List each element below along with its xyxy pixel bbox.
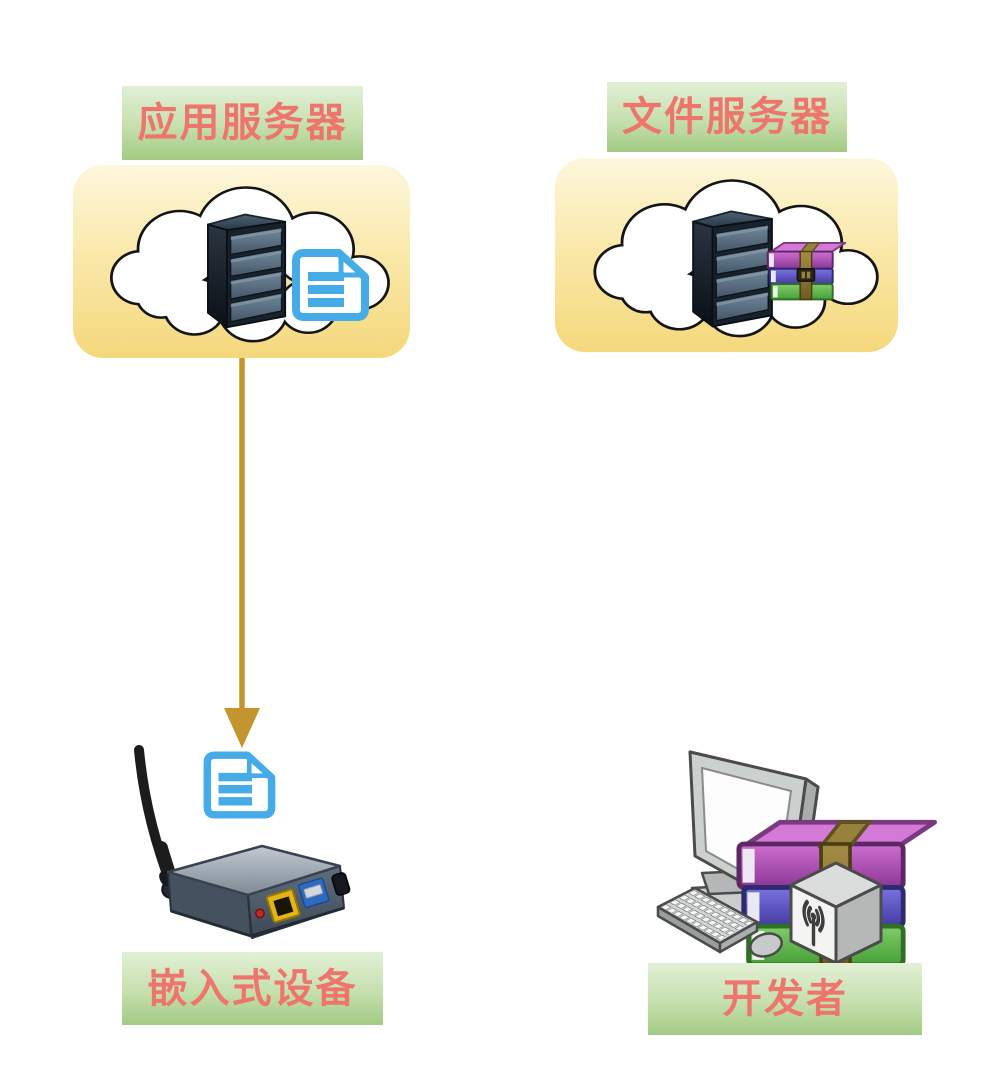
- embedded-device-label: 嵌入式设备: [122, 952, 383, 1025]
- mouse-icon: [749, 932, 783, 958]
- down-arrow: [224, 358, 260, 748]
- developer-label-text: 开发者: [722, 977, 848, 1021]
- document-icon: [286, 244, 374, 326]
- router-box-icon: [166, 844, 351, 939]
- app-server-label-text: 应用服务器: [137, 101, 348, 145]
- app-server-label: 应用服务器: [122, 86, 363, 160]
- embedded-device-label-text: 嵌入式设备: [147, 966, 358, 1011]
- power-port-icon: [331, 872, 351, 896]
- wireless-cube-icon: [789, 861, 883, 965]
- broadcast-antenna-icon: [802, 899, 825, 947]
- developer-workstation-illustration: [656, 750, 940, 970]
- embedded-device-illustration: [134, 745, 351, 939]
- file-server-label: 文件服务器: [607, 82, 847, 152]
- keyboard-icon: [656, 886, 759, 954]
- winrar-archive-icon: [760, 240, 848, 309]
- file-server-label-text: 文件服务器: [622, 95, 832, 139]
- server-rack-icon: [197, 206, 297, 334]
- monitor-icon: [688, 750, 935, 965]
- led-icon: [254, 908, 265, 919]
- developer-label: 开发者: [648, 963, 922, 1035]
